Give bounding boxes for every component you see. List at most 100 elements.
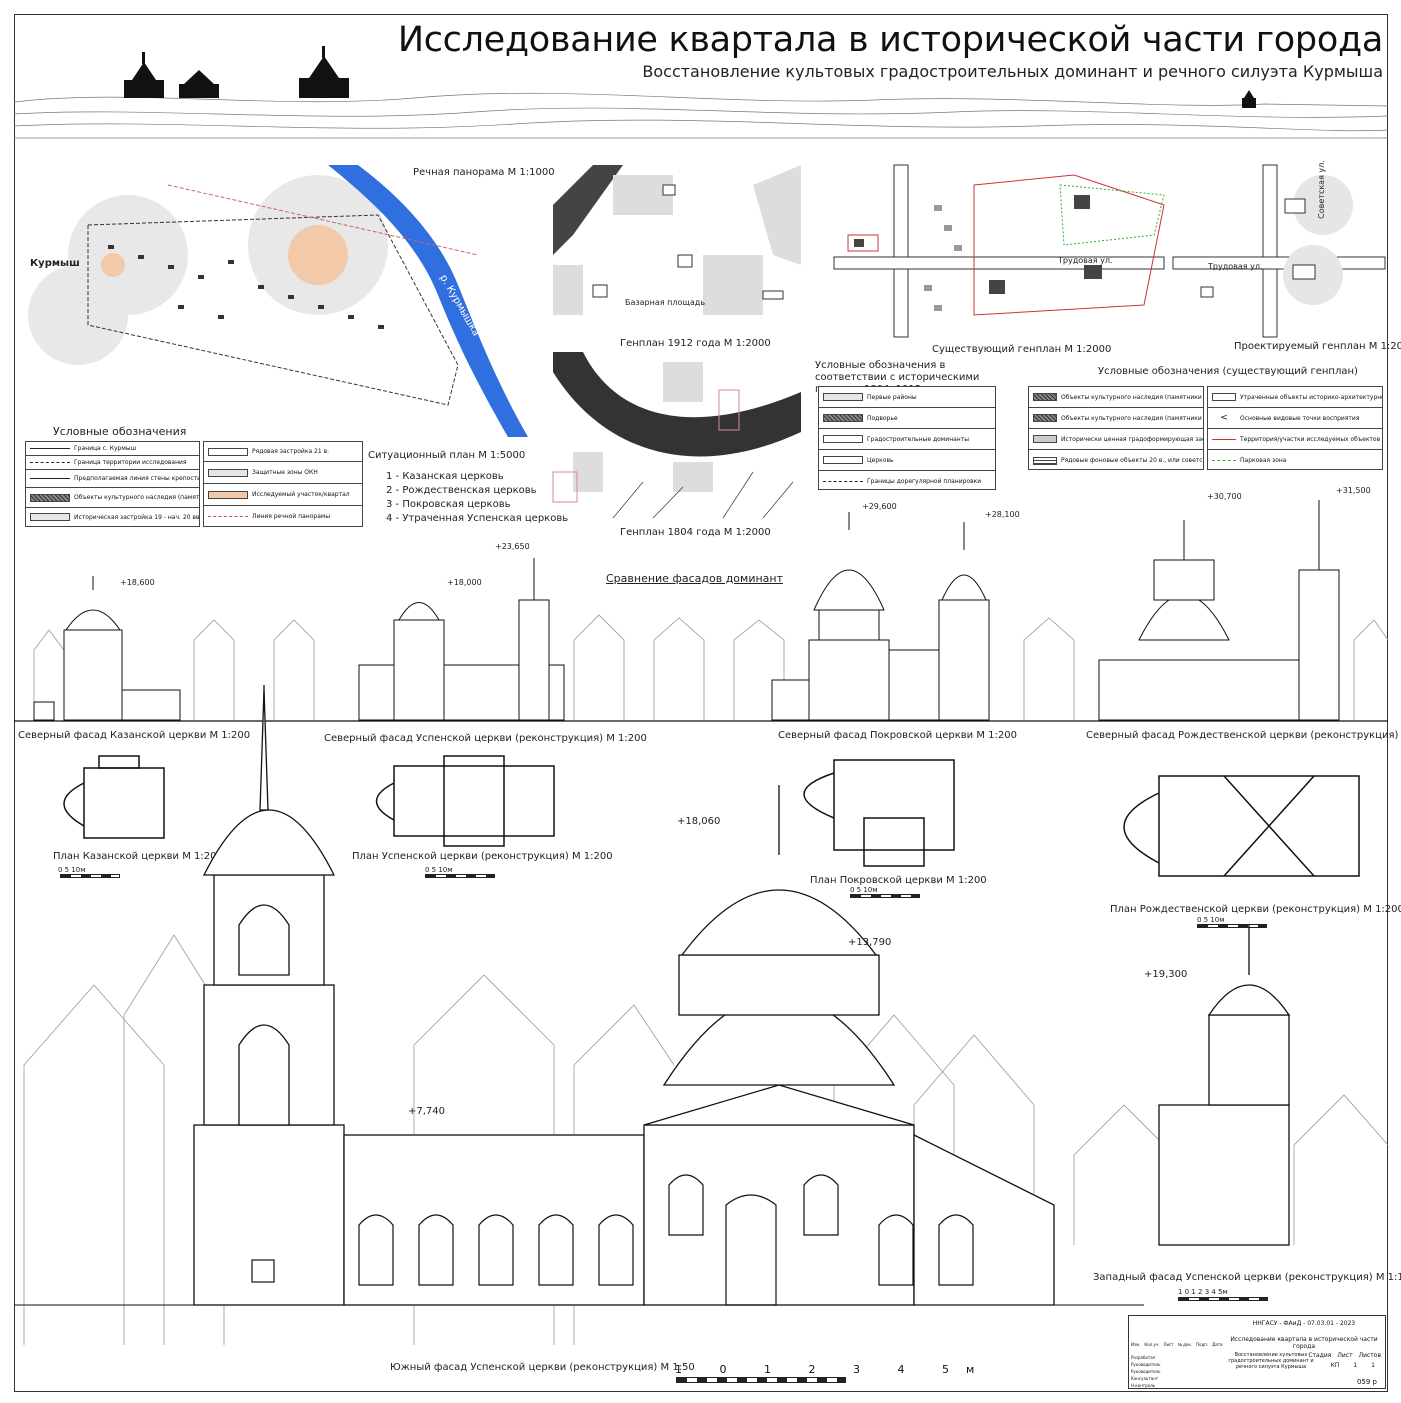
river-panorama-drawing: [13, 46, 1389, 139]
legend-existing-title: Условные обозначения (существующий генпл…: [1098, 366, 1358, 377]
legend-row: Границы дорегулярной планировки: [819, 471, 995, 491]
stamp-columns: Изм. Кол.уч. Лист № док. Подп. Дата: [1131, 1342, 1223, 1347]
legend-row: Парковая зона: [1208, 450, 1382, 471]
genplan-1912-caption: Генплан 1912 года М 1:2000: [620, 338, 771, 349]
legend-row: Территория/участки исследуемых объектов: [1208, 429, 1382, 450]
legend-row: Градостроительные доминанты: [819, 429, 995, 450]
kazan-plan-caption: План Казанской церкви М 1:200: [53, 851, 223, 862]
stamp-stage-headers: Стадия Лист Листов: [1308, 1352, 1381, 1359]
projected-genplan-caption: Проектируемый генплан М 1:2000: [1234, 341, 1401, 352]
situational-plan-map: [28, 165, 528, 437]
legend-row: Утраченные объекты историко-архитектурно…: [1208, 387, 1382, 408]
church-plans-drawing: [63, 755, 1360, 877]
legend-main-left: Граница с. Курмыш Граница территории исс…: [25, 441, 200, 527]
legend-row: Первые районы: [819, 387, 995, 408]
page-subtitle: Восстановление культовых градостроительн…: [642, 62, 1383, 81]
elev-west-top: +19,300: [1144, 969, 1188, 980]
facades-comparison-drawing: [14, 500, 1389, 722]
uspensk-plan-caption: План Успенской церкви (реконструкция) М …: [352, 851, 613, 862]
scale-label: 0 5 10м: [425, 866, 453, 874]
projected-genplan-map: [1172, 164, 1386, 338]
elev-main-roof: +7,740: [408, 1106, 446, 1117]
sit-item-4: 4 - Утраченная Успенская церковь: [386, 513, 569, 524]
stamp-group: 059 р: [1356, 1378, 1377, 1386]
stamp-title: Исследование квартала в исторической час…: [1230, 1336, 1378, 1350]
elev-uspensk: +18,000: [447, 578, 482, 587]
legend-row: Объекты культурного наследия (памятники …: [26, 488, 199, 508]
elev-rozhd-bell: +31,500: [1336, 486, 1371, 495]
bazaar-square-label: Базарная площадь: [625, 298, 706, 307]
uspensk-north-caption: Северный фасад Успенской церкви (реконст…: [324, 733, 647, 744]
elev-main-dome: +18,060: [677, 816, 721, 827]
stamp-people: Разработал Руководитель Руководитель Кон…: [1131, 1355, 1161, 1388]
stamp-code: ННГАСУ - ФАиД - 07.03.01 - 2023: [1252, 1320, 1356, 1327]
rozhd-plan-caption: План Рождественской церкви (реконструкци…: [1110, 904, 1401, 915]
legend-row: Исследуемый участок/квартал: [204, 484, 362, 506]
legend-row: Церковь: [819, 450, 995, 471]
projected-street-label-2: Советская ул.: [1316, 160, 1326, 219]
elev-kazan: +18,600: [120, 578, 155, 587]
view-point-icon: <: [1220, 413, 1228, 423]
south-facade-caption: Южный фасад Успенской церкви (реконструк…: [390, 1362, 695, 1373]
situational-plan-caption: Ситуационный план М 1:5000: [368, 450, 526, 461]
street-label: Трудовая ул.: [1058, 256, 1113, 265]
situational-list: 1 - Казанская церковь 2 - Рождественская…: [386, 470, 568, 526]
legend-row: Рядовые фоновые объекты 20 в., или совет…: [1029, 450, 1203, 471]
legend-historic: Первые районы Подворье Градостроительные…: [818, 386, 996, 490]
legend-row: Граница с. Курмыш: [26, 442, 199, 456]
legend-row: Объекты культурного наследия (памятники …: [1029, 387, 1203, 408]
kazan-north-caption: Северный фасад Казанской церкви М 1:200: [18, 730, 251, 741]
big-scale-label: 1 0 1 2 3 4 5м: [675, 1363, 992, 1376]
pokrov-north-caption: Северный фасад Покровской церкви М 1:200: [778, 730, 1017, 741]
town-label: Курмыш: [30, 258, 80, 269]
elev-uspensk-bell: +23,650: [495, 542, 530, 551]
stamp-stage-values: КП 1 1: [1330, 1362, 1375, 1369]
legend-row: Рядовая застройка 21 в.: [204, 442, 362, 462]
scale-bar: [676, 1377, 846, 1383]
existing-genplan-map: [833, 164, 1165, 338]
sit-item-2: 2 - Рождественская церковь: [386, 485, 537, 496]
legend-existing-right: Утраченные объекты историко-архитектурно…: [1207, 386, 1383, 470]
page-title: Исследование квартала в исторической час…: [397, 20, 1383, 60]
elev-pokrov-bell: +28,100: [985, 510, 1020, 519]
genplan-1912-map: [553, 165, 801, 315]
legend-row: Граница территории исследования: [26, 456, 199, 470]
scale-label: 0 5 10м: [850, 886, 878, 894]
facades-comparison-title: Сравнение фасадов доминант: [606, 572, 784, 585]
legend-row: Защитные зоны ОКН: [204, 462, 362, 484]
legend-main-title: Условные обозначения: [53, 425, 187, 438]
legend-row: Подворье: [819, 408, 995, 429]
legend-row: Линия речной панорамы: [204, 506, 362, 526]
west-facade-caption: Западный фасад Успенской церкви (реконст…: [1093, 1272, 1401, 1283]
scale-bar: [425, 874, 495, 878]
scale-bar: [1197, 924, 1267, 928]
legend-row: Исторически ценная градоформирующая заст…: [1029, 429, 1203, 450]
genplan-1804-caption: Генплан 1804 года М 1:2000: [620, 527, 771, 538]
sit-item-1: 1 - Казанская церковь: [386, 471, 504, 482]
south-facade-drawing: [14, 685, 1389, 1345]
scale-bar: [850, 894, 920, 898]
genplan-1804-map: [552, 352, 801, 519]
legend-row: Предполагаемая линия стены крепости по п…: [26, 470, 199, 488]
stamp-subtitle: Восстановление культовых градостроительн…: [1228, 1352, 1314, 1370]
legend-existing-left: Объекты культурного наследия (памятники …: [1028, 386, 1204, 470]
rozhd-north-caption: Северный фасад Рождественской церкви (ре…: [1086, 730, 1401, 741]
legend-row: <Основные видовые точки восприятия: [1208, 408, 1382, 429]
elev-main-drum: +13,790: [848, 937, 892, 948]
legend-main-right: Рядовая застройка 21 в. Защитные зоны ОК…: [203, 441, 363, 527]
river-panorama-caption: Речная панорама М 1:1000: [413, 167, 555, 178]
existing-genplan-caption: Существующий генплан М 1:2000: [932, 344, 1112, 355]
scale-label: 1 0 1 2 3 4 5м: [1178, 1288, 1228, 1296]
scale-bar: [1178, 1297, 1268, 1301]
pokrov-plan-caption: План Покровской церкви М 1:200: [810, 875, 987, 886]
sit-item-3: 3 - Покровская церковь: [386, 499, 511, 510]
scale-label: 0 5 10м: [1197, 916, 1225, 924]
sheet-frame: [14, 14, 1388, 1392]
scale-label: 0 5 10м: [58, 866, 86, 874]
projected-street-label: Трудовая ул.: [1208, 262, 1263, 271]
legend-row: Историческая застройка 19 - нач. 20 вв.: [26, 508, 199, 526]
title-block: ННГАСУ - ФАиД - 07.03.01 - 2023 Исследов…: [1128, 1315, 1386, 1389]
legend-row: Объекты культурного наследия (памятники …: [1029, 408, 1203, 429]
elev-rozhd: +30,700: [1207, 492, 1242, 501]
scale-bar: [60, 874, 120, 878]
